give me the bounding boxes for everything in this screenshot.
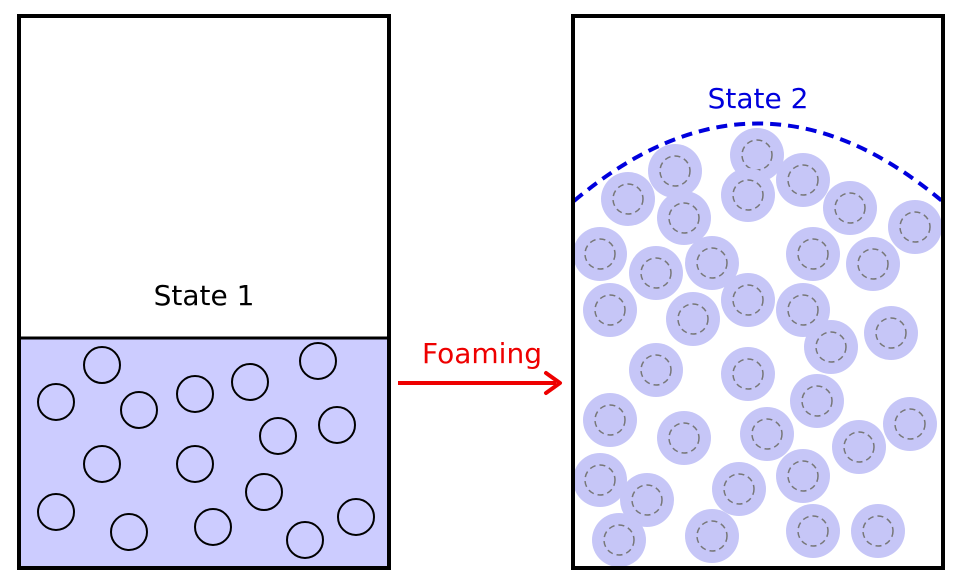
bubble	[83, 346, 121, 384]
foam-bubble	[888, 200, 942, 254]
arrow-head	[544, 371, 562, 395]
bubble	[299, 342, 337, 380]
foam-bubble	[883, 397, 937, 451]
foam-bubble	[583, 393, 637, 447]
foam-bubble	[685, 509, 739, 563]
foam-bubble	[657, 191, 711, 245]
bubble	[176, 445, 214, 483]
foam-bubble	[776, 449, 830, 503]
foam-bubble	[573, 453, 627, 507]
state2-foam-bubbles	[573, 128, 942, 567]
foam-bubble	[601, 172, 655, 226]
state1-label: State 1	[154, 279, 255, 312]
foam-bubble	[648, 144, 702, 198]
foam-bubble	[776, 283, 830, 337]
bubble	[318, 406, 356, 444]
state1-liquid	[19, 338, 389, 568]
foam-bubble	[823, 181, 877, 235]
bubble	[231, 363, 269, 401]
foaming-arrow: Foaming	[398, 337, 562, 395]
foaming-label: Foaming	[422, 337, 542, 370]
state1-container: State 1	[17, 14, 391, 570]
bubble	[176, 375, 214, 413]
bubble	[37, 383, 75, 421]
state1-bubbles	[37, 342, 375, 559]
foam-bubble	[721, 273, 775, 327]
foam-bubble	[629, 246, 683, 300]
foam-bubble	[657, 411, 711, 465]
bubble	[286, 521, 324, 559]
bubble	[83, 445, 121, 483]
foam-bubble	[721, 168, 775, 222]
bubble	[245, 473, 283, 511]
foam-bubble	[832, 420, 886, 474]
foam-bubble	[776, 153, 830, 207]
foam-bubble	[592, 513, 646, 567]
foam-bubble	[786, 504, 840, 558]
bubble	[110, 513, 148, 551]
bubble	[259, 417, 297, 455]
bubble	[337, 498, 375, 536]
bubble	[120, 391, 158, 429]
foam-bubble	[620, 473, 674, 527]
foam-bubble	[851, 504, 905, 558]
foam-bubble	[721, 347, 775, 401]
state2-label: State 2	[708, 82, 809, 115]
foam-bubble	[666, 292, 720, 346]
foam-bubble	[712, 462, 766, 516]
foam-bubble	[790, 374, 844, 428]
state2-box	[571, 14, 945, 570]
foam-bubble	[864, 306, 918, 360]
bubble	[194, 508, 232, 546]
state1-box	[17, 14, 391, 570]
foam-bubble	[573, 227, 627, 281]
state2-foam-surface	[572, 121, 944, 203]
foam-bubble	[629, 343, 683, 397]
foam-bubble	[685, 236, 739, 290]
foam-bubble	[846, 237, 900, 291]
foam-bubble	[740, 407, 794, 461]
foam-bubble	[583, 283, 637, 337]
foam-bubble	[804, 320, 858, 374]
bubble	[37, 493, 75, 531]
foam-bubble	[786, 227, 840, 281]
state2-container: State 2	[571, 14, 945, 570]
